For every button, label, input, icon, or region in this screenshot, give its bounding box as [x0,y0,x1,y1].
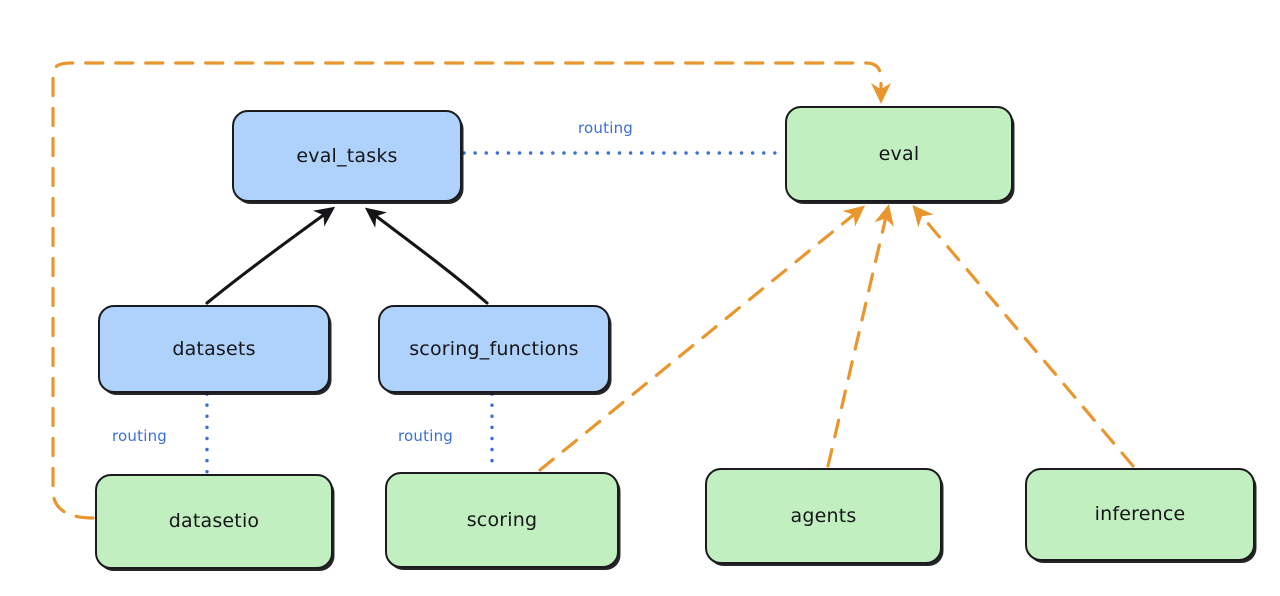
edge-agents-to-eval [826,204,894,468]
node-agents[interactable]: agents [705,468,942,564]
edge-inference-to-eval [912,204,1135,468]
edge-label-routing-eval: routing [578,119,633,137]
edge-label-routing-datasets: routing [112,427,167,445]
node-label-agents: agents [790,504,857,527]
node-scoring[interactable]: scoring [385,472,619,568]
node-eval-tasks[interactable]: eval_tasks [232,110,462,202]
edge-datasets-to-eval_tasks [205,206,336,305]
edge-label-routing-scoring: routing [398,427,453,445]
node-label-inference: inference [1094,503,1186,526]
node-label-datasetio: datasetio [168,510,260,533]
node-eval[interactable]: eval [785,106,1013,202]
node-label-eval: eval [878,142,920,165]
node-label-scoring-functions: scoring_functions [409,337,579,360]
node-datasets[interactable]: datasets [98,305,330,393]
node-label-eval-tasks: eval_tasks [296,144,398,167]
edge-datasetio-to-eval [51,61,891,520]
edge-scoring_functions-to-eval_tasks [364,207,489,305]
node-label-scoring: scoring [466,508,538,531]
node-label-datasets: datasets [172,337,256,360]
node-datasetio[interactable]: datasetio [95,474,333,569]
node-scoring-functions[interactable]: scoring_functions [378,305,610,393]
node-inference[interactable]: inference [1025,468,1255,561]
